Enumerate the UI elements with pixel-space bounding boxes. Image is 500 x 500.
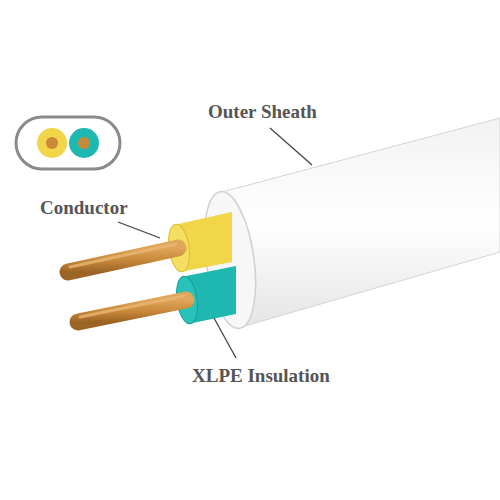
part-label: Outer Sheath — [208, 102, 317, 123]
outer-sheath — [197, 118, 500, 332]
leader-lines — [118, 128, 312, 358]
copper-conductors — [68, 244, 186, 322]
part-label: XLPE Insulation — [192, 366, 330, 387]
cross-section-inset — [16, 117, 120, 169]
part-label: Conductor — [40, 198, 128, 219]
